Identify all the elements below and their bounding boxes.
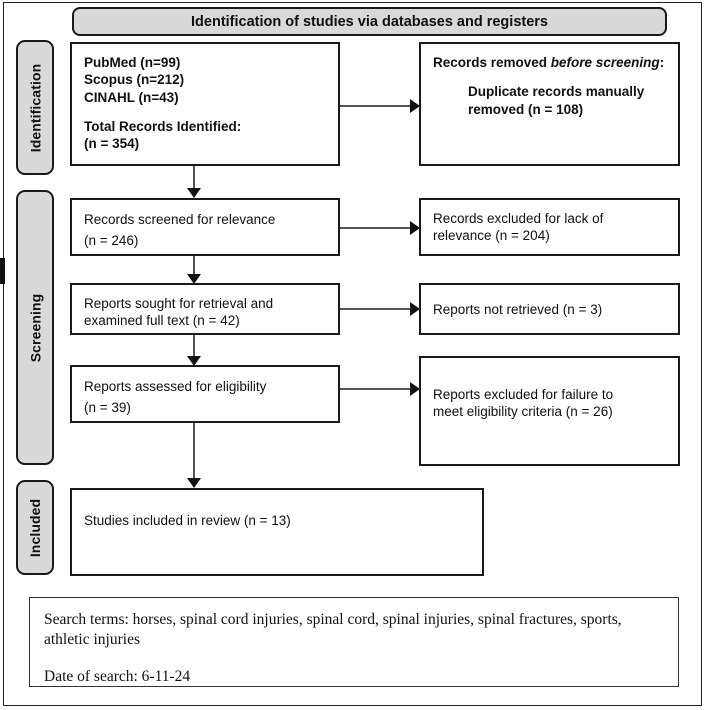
connector-line-assessed-to-excluded [340, 388, 412, 390]
spacer [433, 71, 666, 83]
box-records-identified: PubMed (n=99) Scopus (n=212) CINAHL (n=4… [70, 42, 340, 166]
connector-arrow-screened-to-sought [187, 274, 201, 284]
phase-label-included-text: Included [27, 498, 44, 557]
box-reports-not-retrieved: Reports not retrieved (n = 3) [419, 283, 680, 335]
box-records-excluded: Records excluded for lack of relevance (… [419, 198, 680, 256]
reports-assessed-line-2: (n = 39) [84, 400, 131, 415]
connector-line-identified-to-screened [193, 166, 195, 192]
phase-label-included: Included [16, 480, 54, 575]
records-removed-heading-italic: before screening [550, 55, 660, 70]
diagram-header-bar: Identification of studies via databases … [72, 7, 667, 36]
connector-arrow-identified-to-removed [410, 99, 420, 113]
left-edge-tick-mark [0, 258, 5, 284]
connector-arrow-sought-to-assessed [187, 356, 201, 366]
outer-frame-border [3, 2, 702, 706]
records-removed-heading-suffix: : [659, 55, 665, 70]
records-identified-total-value: (n = 354) [84, 136, 140, 152]
phase-label-identification-text: Identification [27, 63, 44, 152]
studies-included-text: Studies included in review (n = 13) [84, 513, 291, 528]
records-identified-line-1: PubMed (n=99) [84, 55, 181, 70]
box-studies-included: Studies included in review (n = 13) [70, 488, 484, 576]
diagram-title: Identification of studies via databases … [191, 13, 548, 30]
search-details-box: Search terms: horses, spinal cord injuri… [29, 597, 679, 687]
phase-label-screening-text: Screening [27, 293, 43, 362]
connector-arrow-identified-to-screened [187, 188, 201, 198]
records-identified-line-2: Scopus (n=212) [84, 72, 185, 88]
spacer [84, 106, 326, 118]
records-screened-line-1: Records screened for relevance [84, 212, 276, 227]
connector-line-screened-to-excluded [340, 227, 412, 229]
connector-line-sought-to-assessed [193, 335, 195, 360]
box-reports-excluded: Reports excluded for failure to meet eli… [419, 356, 680, 466]
records-removed-heading: Records removed before screening: [433, 54, 666, 71]
date-of-search-text: Date of search: 6-11-24 [44, 668, 191, 686]
box-reports-sought: Reports sought for retrieval and examine… [70, 283, 340, 335]
records-removed-body: Duplicate records manually removed (n = … [468, 84, 645, 117]
reports-sought-text: Reports sought for retrieval and examine… [84, 296, 274, 329]
search-terms-text: Search terms: horses, spinal cord injuri… [44, 611, 622, 649]
box-records-removed: Records removed before screening: Duplic… [419, 42, 680, 166]
connector-arrow-assessed-to-included [187, 478, 201, 488]
phase-label-identification: Identification [16, 40, 54, 175]
connector-arrow-assessed-to-excluded [410, 382, 420, 396]
reports-excluded-text: Reports excluded for failure to meet eli… [433, 387, 614, 420]
phase-label-screening: Screening [16, 190, 54, 465]
box-records-screened: Records screened for relevance (n = 246) [70, 198, 340, 256]
connector-line-sought-to-not-retrieved [340, 308, 412, 310]
records-screened-line-2: (n = 246) [84, 233, 139, 248]
records-identified-total-label: Total Records Identified: [84, 118, 242, 134]
connector-line-identified-to-removed [340, 105, 412, 107]
records-identified-line-3: CINAHL (n=43) [84, 89, 179, 105]
records-excluded-text: Records excluded for lack of relevance (… [433, 211, 604, 244]
connector-line-assessed-to-included [193, 423, 195, 481]
connector-arrow-sought-to-not-retrieved [410, 302, 420, 316]
box-reports-assessed: Reports assessed for eligibility (n = 39… [70, 365, 340, 423]
connector-line-screened-to-sought [193, 256, 195, 278]
reports-assessed-line-1: Reports assessed for eligibility [84, 379, 267, 394]
reports-not-retrieved-text: Reports not retrieved (n = 3) [433, 302, 603, 318]
records-removed-heading-prefix: Records removed [433, 55, 551, 70]
connector-arrow-screened-to-excluded [410, 221, 420, 235]
